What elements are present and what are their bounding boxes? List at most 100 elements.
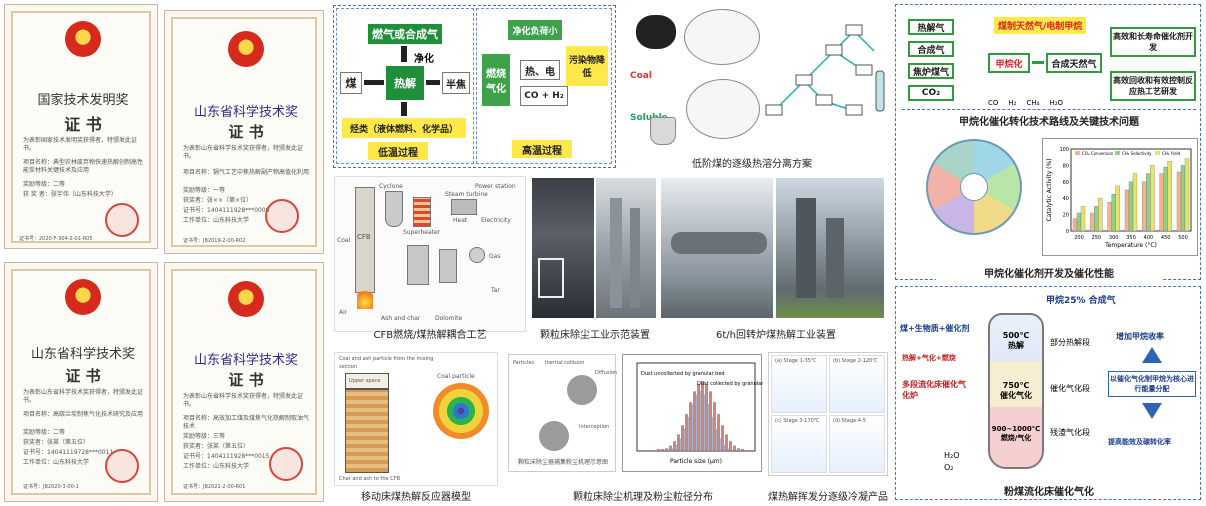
cert-field: 奖励等级：一等	[183, 187, 226, 194]
gas-label: Gas	[489, 253, 501, 260]
bar	[725, 434, 728, 451]
y-tick: 40	[1063, 196, 1069, 202]
tar-label: Tar	[491, 287, 500, 294]
down-arrow	[1142, 403, 1162, 419]
up-arrow	[401, 46, 407, 62]
input-pyrolysis-gas: 热解气	[908, 19, 954, 35]
species-co: CO	[988, 99, 999, 107]
o2-label: O₂	[944, 463, 954, 472]
bar	[717, 414, 720, 451]
cert-field: 工作单位：山东科技大学	[23, 459, 90, 466]
certificate-shandong-1: 山东省科学技术奖 证 书 为表彰山东省科学技术奖获得者，特颁发此证书。 项目名称…	[164, 10, 324, 254]
cyclone	[385, 191, 403, 227]
legend-item: CH₄ Selectivity	[1122, 151, 1152, 156]
coal-box: 煤	[340, 72, 362, 94]
cert-field: 项目名称：高效加工煤及煤焦气化热解制取油气技术	[183, 415, 310, 430]
coal-lump	[636, 15, 676, 49]
bar	[695, 394, 698, 451]
y-tick: 100	[1059, 147, 1069, 153]
combustion-box: 燃烧 气化	[482, 54, 510, 106]
bar	[1176, 171, 1182, 232]
bar	[667, 449, 670, 451]
moving-bed-model: Coal and ash particle from the mixing se…	[334, 352, 498, 486]
syngas-box: CO + H₂	[520, 86, 568, 106]
top-right-label: 甲烷25% 合成气	[1046, 296, 1116, 306]
left-tag-2: 多段流化床催化气化炉	[902, 380, 966, 400]
bar	[707, 404, 710, 451]
national-emblem	[228, 31, 264, 67]
stage-d-label: (d) Stage 4-5	[833, 418, 866, 424]
national-emblem	[228, 281, 264, 317]
bar	[1090, 212, 1095, 232]
cert-field: 证书号：1404111928***0015	[183, 453, 270, 460]
kiln-photo-1	[661, 178, 773, 318]
bar	[1180, 165, 1186, 232]
national-emblem	[65, 21, 101, 57]
purify-label: 净化	[414, 54, 434, 65]
ash-and-char-label: Ash and char	[381, 315, 421, 322]
cert-field: 奖励等级：二等	[23, 429, 66, 436]
cert-award-text: 为表彰山东省科学技术奖获得者，特颁发此证书。	[183, 393, 304, 408]
heat-power-box: 热、电	[520, 60, 560, 80]
bar	[693, 391, 696, 451]
legend-item: CO₂ Conversion	[1082, 151, 1114, 156]
spectrum-c	[771, 415, 827, 473]
bar	[713, 402, 716, 451]
bar	[679, 438, 682, 451]
coal-particle-label: Coal particle	[437, 373, 475, 380]
cert-title: 山东省科学技术奖	[193, 353, 298, 368]
spectrum-d	[829, 415, 885, 473]
methanation-caption: 甲烷化催化转化技术路线及关键技术问题	[959, 117, 1139, 128]
cert-subtitle: 证 书	[65, 367, 101, 385]
zone-combustion: 900~1000℃ 燃烧/气化	[991, 425, 1041, 442]
x-tick: 250	[1092, 235, 1102, 241]
dolomite-label: Dolomite	[435, 315, 463, 322]
x-tick: 350	[1126, 235, 1136, 241]
red-seal	[105, 203, 139, 237]
dust-removal-photo-1	[532, 178, 594, 318]
upper-space-label: Upper space	[349, 378, 381, 384]
zone-pyrolysis: 500℃ 热解	[1002, 331, 1030, 350]
kiln-caption: 6t/h回转炉煤热解工业装置	[716, 330, 836, 341]
series-a-label: Dust uncollected by granular bed	[641, 371, 725, 377]
condensation-products: (a) Stage 1-35℃ (b) Stage 2-120℃ (c) Sta…	[768, 352, 888, 476]
fuel-gas-box: 燃气或合成气	[368, 24, 442, 44]
superheater	[413, 197, 431, 227]
cert-number: 证书号：JB2021-2-00-R01	[183, 484, 246, 490]
banner: 煤制天然气/电制甲烷	[994, 17, 1087, 34]
cert-award-text: 为表彰国家技术发明奖获得者，特颁发此证书。	[23, 137, 138, 152]
x-axis-label: Particle size (μm)	[670, 458, 722, 465]
right-text-2: 提高能效及碳转化率	[1108, 438, 1171, 446]
cert-field: 证书号：14041119728***0011	[23, 449, 114, 456]
bar	[1159, 173, 1164, 232]
spectrum-b	[829, 355, 885, 413]
coal-label: Coal	[337, 237, 351, 244]
bar	[687, 416, 690, 451]
species-ch4: CH₄	[1026, 99, 1040, 107]
bar	[675, 444, 678, 451]
moving-bed-caption: 移动床煤热解反应器模型	[361, 492, 471, 503]
cert-award-text: 为表彰山东省科学技术奖获得者，特颁发此证书。	[23, 389, 144, 404]
reactor-bed	[345, 389, 389, 473]
cert-field: 奖励等级：二等	[23, 181, 66, 188]
bar	[1098, 198, 1103, 232]
heat-label: Heat	[453, 217, 468, 224]
up-arrow	[1142, 347, 1162, 363]
left-tag-1: 热解+气化+燃烧	[902, 354, 956, 362]
high-temp-label: 高温过程	[512, 140, 572, 158]
bar	[699, 391, 702, 451]
y-tick: 20	[1063, 213, 1069, 219]
certificate-shandong-3: 山东省科学技术奖 证 书 为表彰山东省科学技术奖获得者，特颁发此证书。 项目名称…	[164, 262, 324, 502]
cfb-diagram: CFB Power station Steam turbine Heat Ele…	[334, 176, 526, 332]
bar	[1111, 193, 1116, 232]
catalyst-caption: 甲烷化催化剂开发及催化性能	[936, 263, 1162, 282]
bar	[685, 414, 688, 451]
steam-turbine-label: Steam turbine	[445, 191, 488, 198]
moving-bed-label: Coal and ash particle from the mixing se…	[339, 356, 434, 370]
soluble-label: Soluble	[630, 113, 668, 123]
bar	[681, 425, 684, 451]
bar	[1142, 181, 1147, 232]
cert-field: 获奖者：张××（第×位）	[183, 197, 253, 204]
